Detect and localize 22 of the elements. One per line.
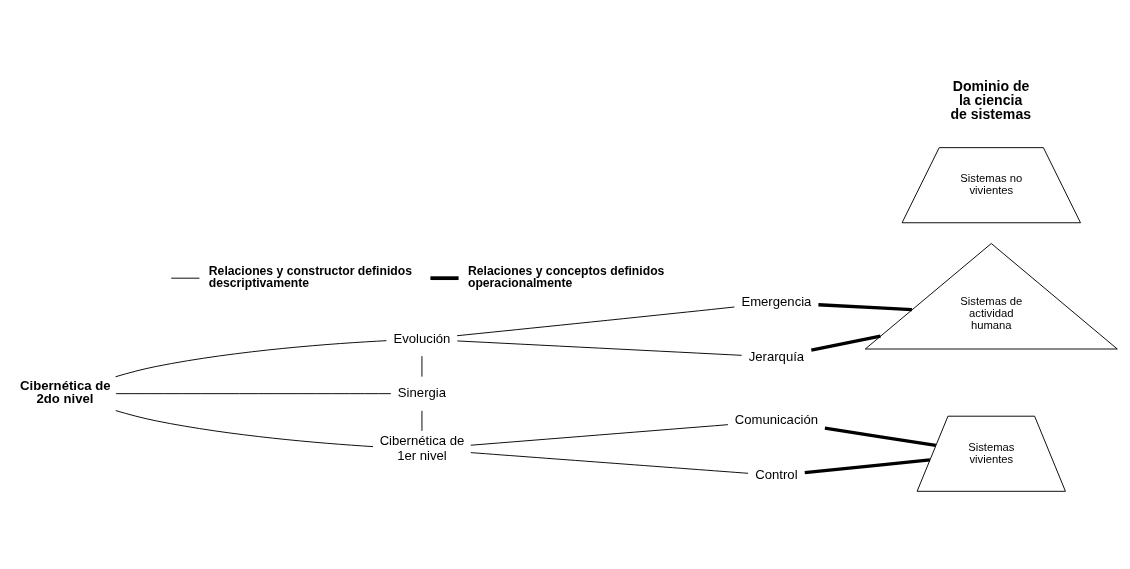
connector (115, 410, 374, 448)
connector (470, 424, 729, 446)
node-text: Jerarquía (748, 348, 805, 364)
node-text: Cibernética de 2do nivel (20, 378, 111, 407)
connector (456, 340, 743, 356)
node-text: Control (755, 466, 798, 482)
node-text: Sinergia (397, 385, 447, 401)
node-text: Cibernética de 1er nivel (379, 433, 465, 463)
connector (818, 303, 912, 312)
connector (811, 334, 881, 352)
legend-label: Relaciones y constructor definidos descriptivamente (208, 263, 412, 290)
label: Dominio de la ciencia de sistemas (950, 77, 1032, 123)
node-text: Comunicación (734, 412, 818, 428)
connector (115, 393, 392, 395)
legend-label: Relaciones y conceptos definidos operacionalmente (467, 263, 665, 290)
connector (804, 458, 931, 475)
node-text: Evolución (393, 330, 451, 346)
connector (115, 340, 387, 378)
connector (456, 306, 735, 337)
connector (470, 452, 749, 474)
connector (824, 426, 937, 447)
node-text: Emergencia (741, 294, 812, 310)
